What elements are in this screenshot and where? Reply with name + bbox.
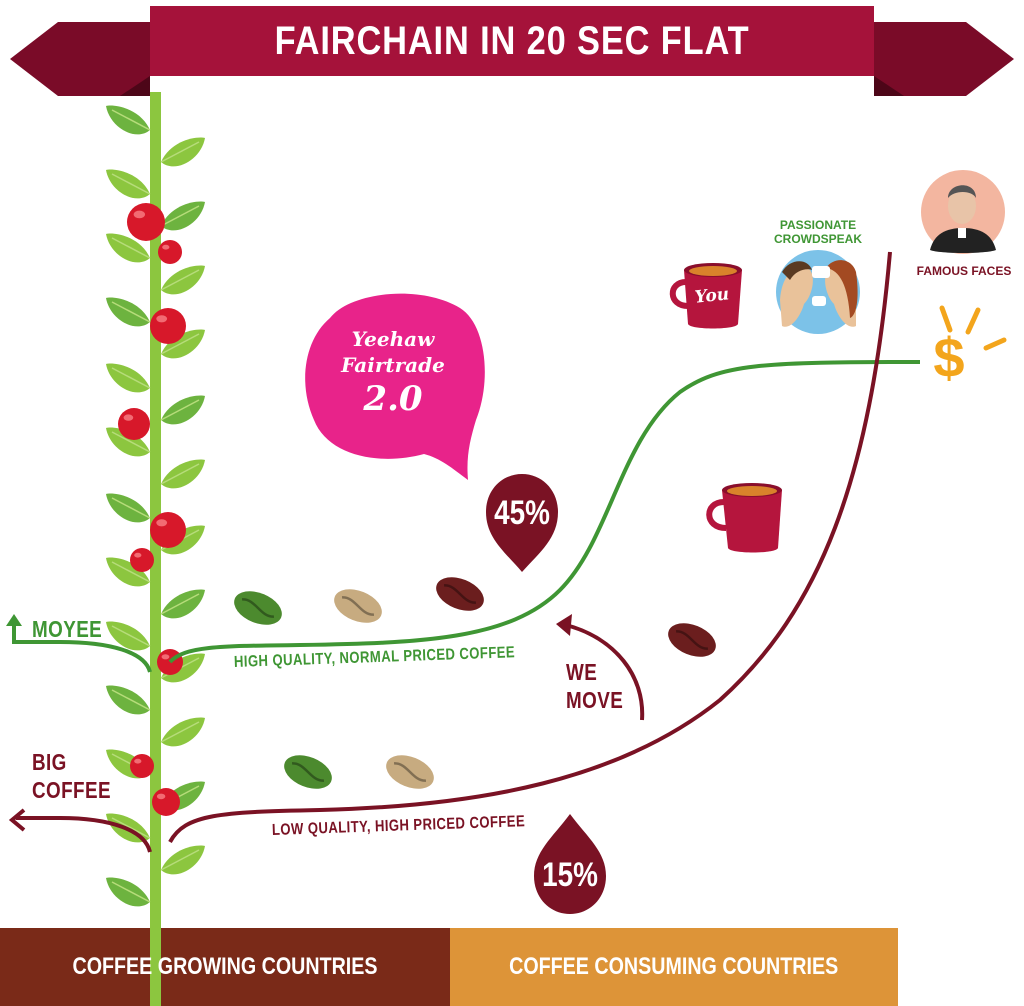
percentage-drop-45 (486, 474, 558, 572)
coffee-cherry (130, 754, 154, 778)
leaf-vein (160, 721, 200, 743)
coffee-cherry (150, 512, 186, 548)
leaf-vein (160, 399, 200, 421)
bean-crease (341, 596, 375, 616)
leaf-vein (111, 301, 151, 323)
growing-countries-bar-bg (0, 928, 450, 1006)
coffee-cherry (152, 788, 180, 816)
coffee-cherry (127, 203, 165, 241)
bean-crease (241, 598, 275, 618)
moyee-label: MOYEE (32, 616, 103, 642)
coffee-bean (234, 591, 282, 625)
leaf-vein (111, 109, 151, 131)
bean-crease (291, 762, 325, 782)
growing-countries-label: COFFEE GROWING COUNTRIES (72, 953, 378, 980)
big-coffee-line-1: BIG (32, 749, 67, 775)
consuming-countries-bar-bg (450, 928, 898, 1006)
leaf-vein (111, 561, 151, 583)
coffee-bean (668, 623, 716, 657)
bubble-line-2: Fairtrade (341, 353, 445, 377)
big-coffee-line-2: COFFEE (32, 777, 111, 803)
you-cup-icon (669, 263, 742, 329)
leaf-vein (160, 849, 200, 871)
coffee-cherry (130, 548, 154, 572)
coffee-beans (234, 577, 716, 789)
consuming-countries-label: COFFEE CONSUMING COUNTRIES (509, 953, 839, 980)
leaf-vein (160, 205, 200, 227)
dollar-icon (939, 305, 1007, 351)
leaf-vein (160, 463, 200, 485)
percentage-drop-15 (534, 814, 606, 914)
leaf-vein (111, 625, 151, 647)
famous-faces-label: FAMOUS FACES (916, 264, 1012, 278)
coffee-bean (436, 577, 484, 611)
bean-crease (393, 762, 427, 782)
percentage-45: 45% (494, 494, 550, 532)
coffee-cherry (118, 408, 150, 440)
cherry-highlight (162, 244, 170, 250)
leaf-vein (111, 881, 151, 903)
leaf-vein (111, 431, 151, 453)
famous-face-icon (921, 170, 1005, 254)
bubble-line-1: Yeehaw (351, 327, 435, 351)
speech-bubble (305, 293, 485, 480)
coffee-cherries (118, 203, 186, 816)
coffee-cherry (150, 308, 186, 344)
coffee-bean (284, 755, 332, 789)
espresso-cup-icon (706, 483, 782, 553)
leaf-vein (111, 237, 151, 259)
cherry-highlight (134, 758, 142, 764)
cherry-highlight (156, 315, 168, 323)
we-move-line-2: MOVE (566, 687, 624, 713)
leaf-vein (111, 817, 151, 839)
moyee-chain-line (6, 360, 921, 673)
cherry-highlight (161, 654, 170, 660)
vine-stem (150, 92, 161, 1006)
bubble-text: Yeehaw Fairtrade 2.0 (318, 326, 468, 420)
bubble-line-3: 2.0 (363, 379, 423, 419)
cherry-highlight (134, 552, 142, 558)
leaf-vein (160, 333, 200, 355)
leaf-vein (111, 367, 151, 389)
we-move-label: WE MOVE (566, 658, 623, 714)
crowdspeak-label: PASSIONATE CROWDSPEAK (766, 218, 870, 246)
dollar-sign: $ (933, 326, 965, 389)
leaf-vein (111, 689, 151, 711)
big-coffee-chain-line (8, 251, 892, 853)
leaf-vein (160, 269, 200, 291)
leaf-vein (160, 593, 200, 615)
crowdspeak-line-2: CROWDSPEAK (773, 232, 862, 246)
percentage-15: 15% (542, 856, 598, 894)
page-title: FAIRCHAIN IN 20 SEC FLAT (274, 18, 750, 63)
title-ribbon (10, 6, 1014, 96)
coffee-bean (334, 589, 382, 623)
crowdspeak-line-1: PASSIONATE (779, 218, 857, 232)
leaf-vein (160, 141, 200, 163)
cherry-highlight (156, 519, 168, 527)
leaf-vein (111, 173, 151, 195)
we-move-line-1: WE (566, 659, 598, 685)
vine-leaves (106, 105, 205, 907)
coffee-bean (386, 755, 434, 789)
bean-crease (675, 630, 709, 650)
cherry-highlight (133, 210, 146, 219)
big-coffee-label: BIG COFFEE (32, 748, 111, 804)
cherry-highlight (123, 414, 134, 421)
leaf-vein (111, 497, 151, 519)
crowdspeak-icon (776, 250, 860, 334)
bean-crease (443, 584, 477, 604)
cherry-highlight (156, 793, 166, 800)
coffee-cherry (158, 240, 182, 264)
